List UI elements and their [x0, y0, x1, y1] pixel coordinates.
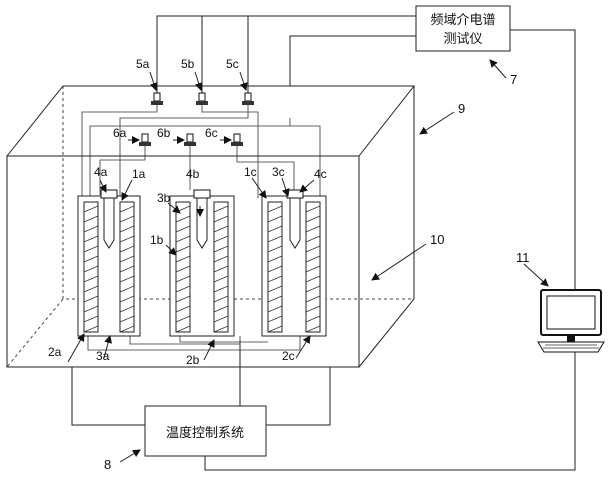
- label-6c: 6c: [205, 126, 218, 140]
- label-4b: 4b: [186, 167, 200, 181]
- label-2a: 2a: [48, 345, 62, 359]
- label-10: 10: [430, 232, 444, 247]
- computer-icon: [538, 290, 604, 352]
- terminal-row-5: [151, 93, 254, 105]
- label-2b: 2b: [186, 353, 200, 367]
- label-9: 9: [458, 101, 465, 116]
- label-2c: 2c: [282, 349, 295, 363]
- test-cell-a: [78, 190, 140, 336]
- label-11: 11: [516, 250, 530, 265]
- label-1c: 1c: [244, 165, 257, 179]
- spectrometer-title-line1: 频域介电谱: [430, 13, 495, 28]
- label-8: 8: [104, 457, 111, 472]
- temperature-control-label: 温度控制系统: [166, 425, 244, 441]
- label-5b: 5b: [181, 57, 195, 71]
- label-6b: 6b: [157, 126, 171, 140]
- label-5a: 5a: [136, 57, 150, 71]
- test-cell-c: [262, 190, 326, 336]
- test-cell-b: [170, 190, 234, 336]
- temperature-control-system: 温度控制系统: [145, 406, 266, 456]
- label-6a: 6a: [113, 126, 127, 140]
- label-4a: 4a: [94, 165, 108, 179]
- label-3c: 3c: [272, 165, 285, 179]
- dielectric-spectrometer: 频域介电谱 测试仪: [416, 6, 510, 51]
- label-5c: 5c: [226, 57, 239, 71]
- label-3b: 3b: [157, 191, 171, 205]
- label-4c: 4c: [314, 167, 327, 181]
- label-3a: 3a: [96, 349, 110, 363]
- label-1a: 1a: [132, 167, 146, 181]
- spectrometer-title-line2: 测试仪: [443, 32, 482, 47]
- label-7: 7: [510, 72, 517, 87]
- label-1b: 1b: [150, 233, 164, 247]
